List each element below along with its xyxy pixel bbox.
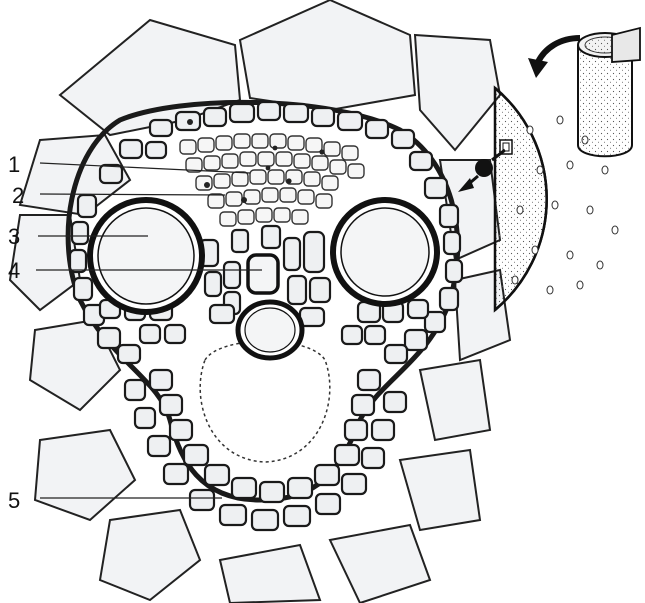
- label-1: 1: [8, 152, 20, 177]
- label-3: 3: [8, 224, 20, 249]
- rotate-arrow-icon: [528, 38, 580, 78]
- protoxylem-vessel: [238, 302, 302, 358]
- stem-cylinder-icon: [578, 28, 640, 156]
- label-2: 2: [12, 183, 24, 208]
- label-4: 4: [8, 258, 20, 283]
- tracheid-cell: [248, 255, 278, 293]
- label-5: 5: [8, 488, 20, 513]
